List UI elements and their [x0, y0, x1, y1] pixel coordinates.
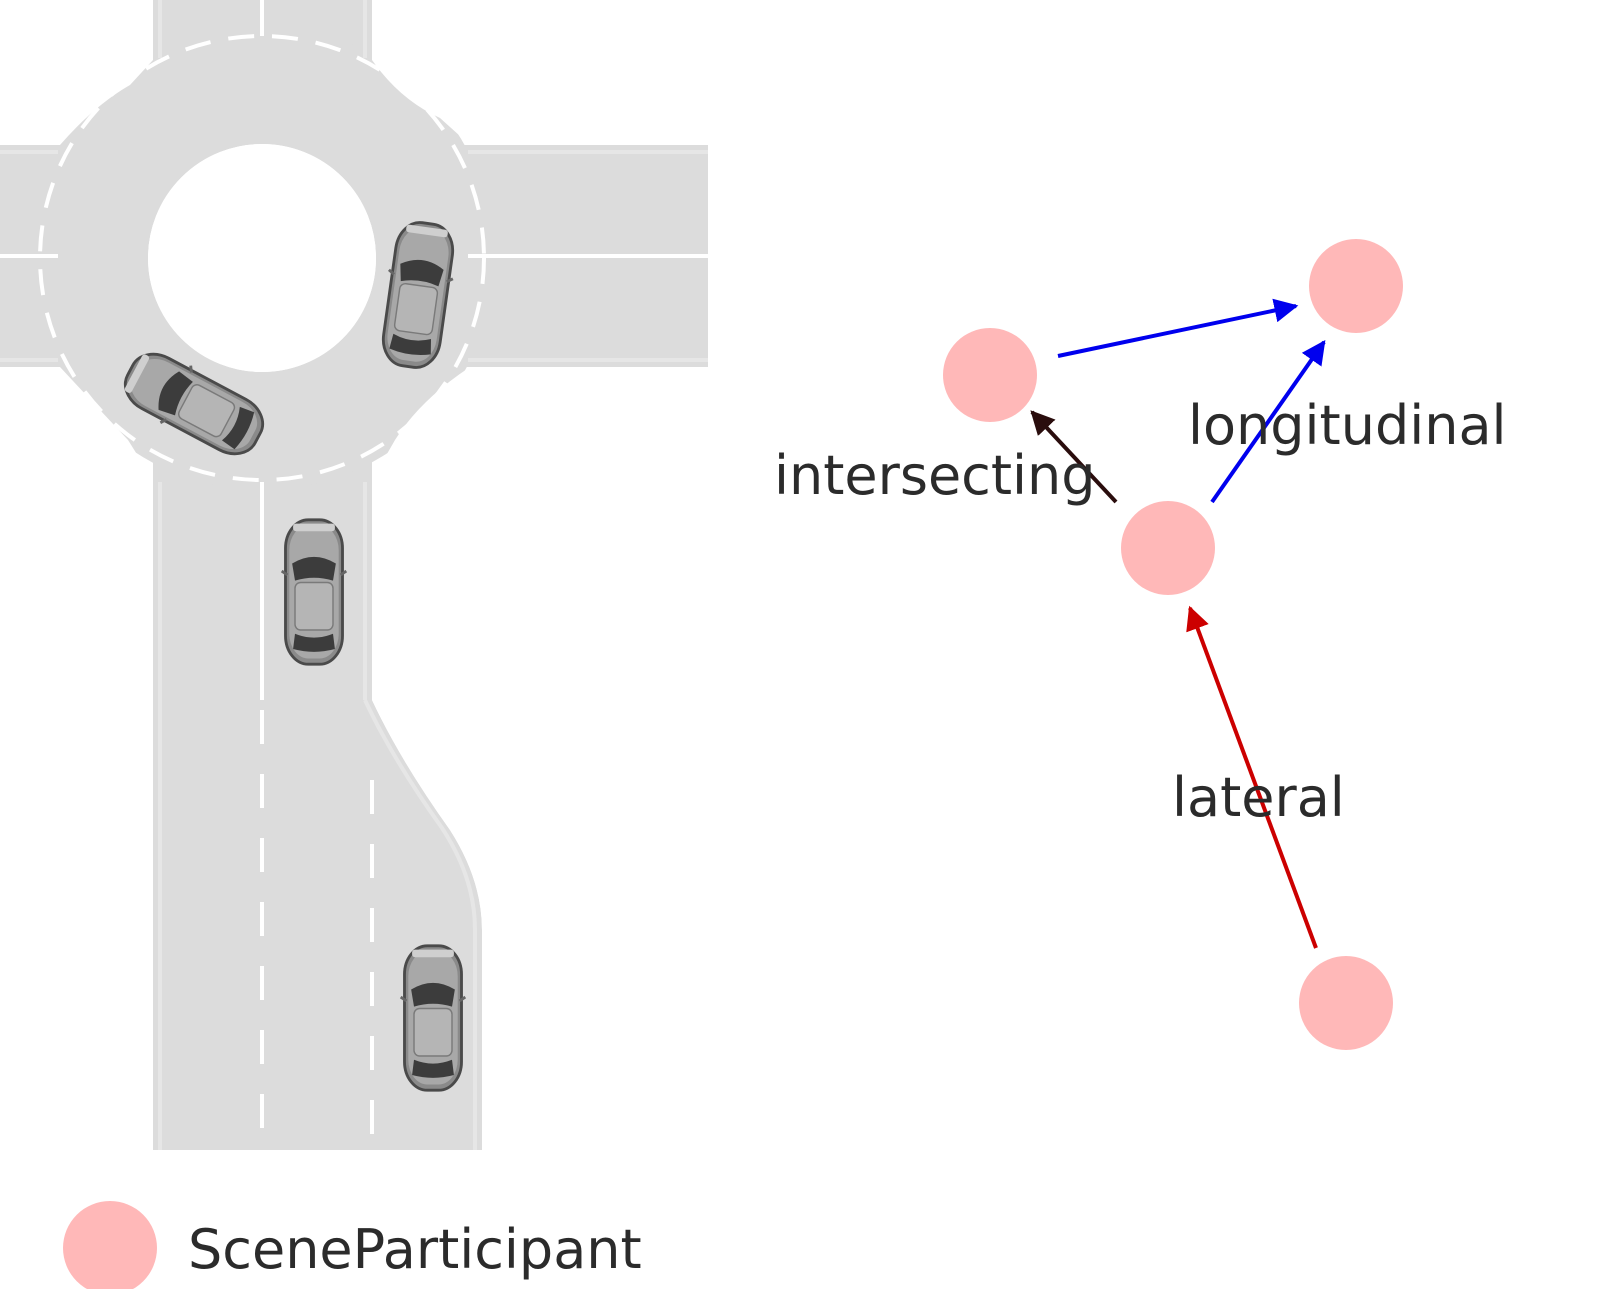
vehicle-south-lane-upper	[280, 518, 348, 666]
legend: SceneParticipant	[63, 1201, 642, 1289]
edge-longitudinal-center	[1210, 340, 1326, 504]
participant-node-top-right	[1309, 239, 1403, 333]
road-map	[0, 0, 708, 1150]
scene-graph: longitudinal intersecting lateral	[774, 239, 1507, 1050]
label-intersecting: intersecting	[774, 444, 1096, 507]
edge-lateral	[1186, 605, 1318, 949]
edge-intersecting	[1030, 410, 1118, 504]
participant-node-center	[1121, 501, 1215, 595]
label-longitudinal: longitudinal	[1188, 394, 1507, 457]
legend-participant-swatch	[63, 1201, 157, 1289]
legend-participant-label: SceneParticipant	[188, 1218, 642, 1281]
vehicle-south-lane-lower	[399, 944, 467, 1092]
label-lateral: lateral	[1172, 766, 1345, 829]
participant-node-bottom	[1299, 956, 1393, 1050]
edge-longitudinal-top	[1057, 298, 1299, 358]
participant-node-top-left	[943, 328, 1037, 422]
